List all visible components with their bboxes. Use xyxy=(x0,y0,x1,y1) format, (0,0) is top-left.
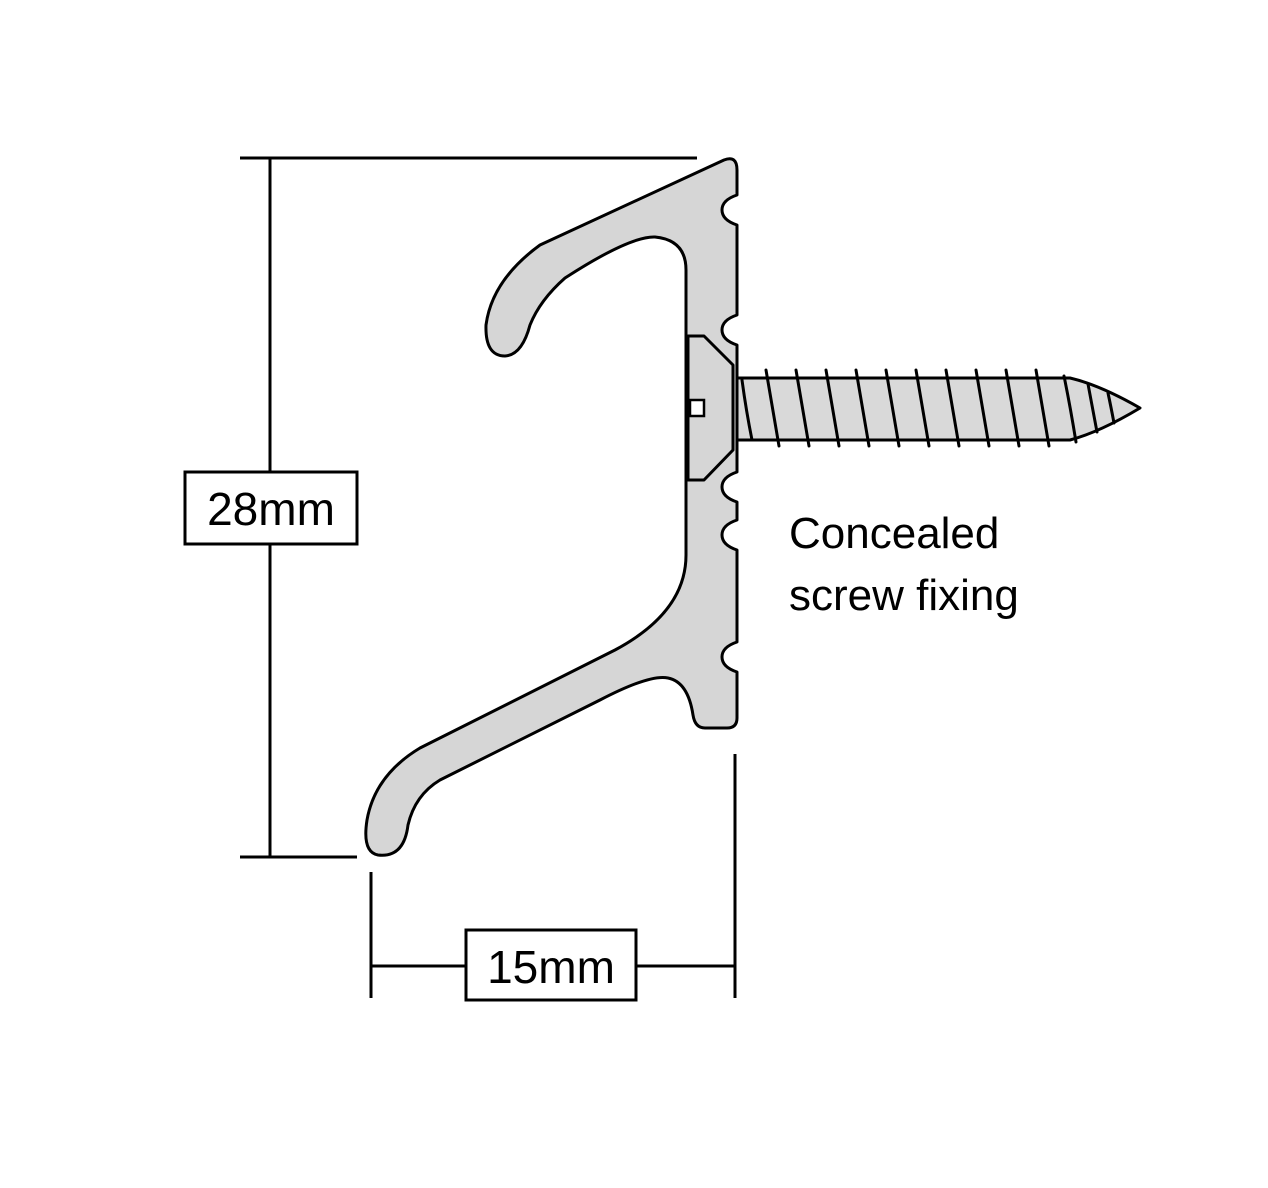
screw-head xyxy=(686,334,735,482)
annotation-line-1: Concealed xyxy=(789,509,999,558)
height-dimension xyxy=(240,156,697,859)
screw xyxy=(731,368,1142,448)
height-label: 28mm xyxy=(207,483,335,535)
width-label: 15mm xyxy=(487,941,615,993)
width-dimension xyxy=(369,754,737,998)
screw-head-countersunk xyxy=(686,334,735,482)
screw-threads xyxy=(740,368,1116,448)
width-label-box xyxy=(464,928,638,1002)
profile-section xyxy=(364,157,739,857)
screw-head-slot xyxy=(688,398,706,418)
screw-shank xyxy=(731,376,1142,442)
annotation-line-2: screw fixing xyxy=(789,571,1019,620)
height-label-box xyxy=(183,470,359,546)
